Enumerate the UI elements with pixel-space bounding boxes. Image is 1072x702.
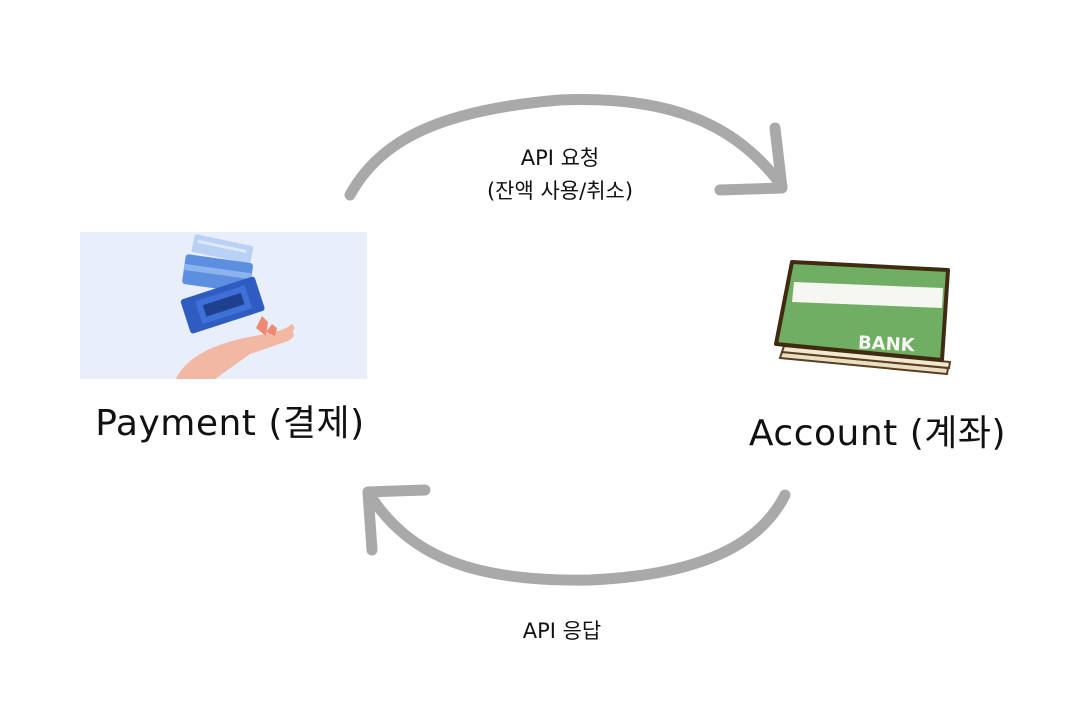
response-arrowhead (362, 484, 431, 556)
bank-text: BANK (857, 332, 916, 356)
request-arrowhead (714, 122, 788, 196)
account-node-label: Account (계좌) (748, 413, 1007, 454)
request-label-line1: API 요청 (520, 146, 600, 170)
card-payment-hand-icon (176, 234, 295, 379)
bank-book-icon: BANK (774, 260, 952, 376)
payment-illustration (80, 232, 367, 379)
request-edge-label: API 요청 (잔액 사용/취소) (440, 142, 680, 208)
payment-node-label: Payment (결제) (95, 403, 365, 444)
response-arrow (362, 486, 791, 586)
request-arrow (344, 94, 788, 201)
bank-book-illustration: BANK (770, 256, 955, 379)
response-edge-label: API 응답 (522, 619, 602, 643)
request-label-line2: (잔액 사용/취소) (486, 179, 634, 203)
